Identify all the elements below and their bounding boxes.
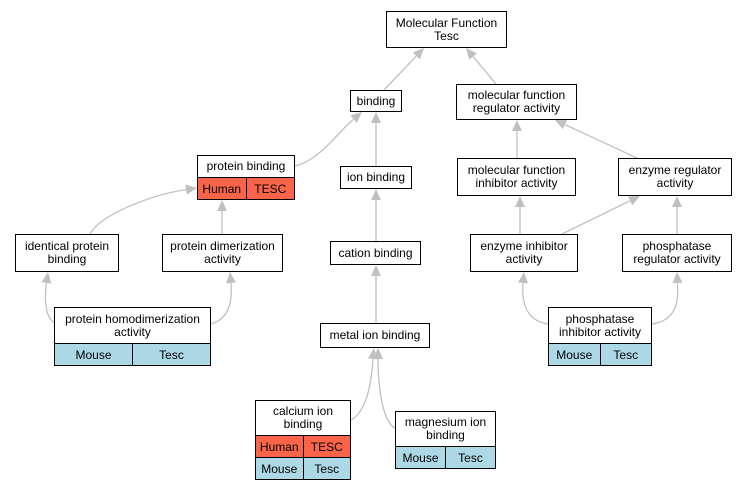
edge-arrowhead [225,272,236,284]
node-protein-homodimerization-activity[interactable]: protein homodimerization activity Mouse … [54,307,211,366]
gene-cell: Tesc [302,458,350,479]
node-protein-dimerization-activity[interactable]: protein dimerization activity [162,234,283,272]
annotation-row-human: Human TESC [256,435,350,457]
annotation-row-mouse: Mouse Tesc [55,343,210,365]
annotation-row-mouse: Mouse Tesc [396,446,495,468]
node-title: enzyme regulator activity [628,163,722,190]
edge-phosphatase_inhibitor-to-enzyme_inhibitor [522,282,549,325]
node-phosphatase-regulator-activity[interactable]: phosphatase regulator activity [622,234,732,272]
edge-mf_regulator-to-mf_tesc [472,56,497,85]
species-cell: Human [256,436,303,457]
node-identical-protein-binding[interactable]: identical protein binding [15,234,119,272]
node-title: molecular function regulator activity [467,88,566,115]
annotation-row-mouse: Mouse Tesc [256,457,350,479]
edge-arrowhead [350,112,362,123]
edge-arrowhead [371,189,381,200]
edge-arrowhead [41,272,52,284]
node-molecular-function-regulator-activity[interactable]: molecular function regulator activity [456,84,577,120]
node-title: protein binding [206,159,286,173]
edge-arrowhead [672,272,683,284]
edge-phosphatase_inhibitor-to-phosphatase_regulator [651,282,679,325]
node-title: molecular function inhibitor activity [467,163,566,190]
node-cation-binding[interactable]: cation binding [330,241,421,265]
edge-enzyme_regulator-to-mf_regulator [564,124,638,159]
node-title: binding [356,93,396,108]
edge-arrowhead [371,265,381,276]
edge-arrowhead [555,120,568,130]
edge-protein_homodimerization-to-protein_dimerization [210,282,232,325]
gene-cell: TESC [245,178,294,199]
node-binding[interactable]: binding [350,90,402,112]
node-ion-binding[interactable]: ion binding [340,166,412,189]
edge-arrowhead [512,120,522,131]
gene-cell: Tesc [599,344,651,365]
gene-cell: TESC [302,436,350,457]
gene-cell: Tesc [132,344,210,365]
node-title: calcium ion binding [272,404,334,431]
species-cell: Mouse [256,458,303,479]
node-title: cation binding [338,245,413,260]
edge-arrowhead [466,48,477,60]
node-enzyme-regulator-activity[interactable]: enzyme regulator activity [618,158,732,196]
node-calcium-ion-binding[interactable]: calcium ion binding Human TESC Mouse Tes… [255,400,351,480]
edge-arrowhead [373,348,383,359]
species-cell: Human [198,178,246,199]
species-cell: Mouse [549,344,600,365]
edge-arrowhead [672,196,682,207]
edge-arrowhead [412,48,424,60]
gene-cell: Tesc [445,447,495,468]
edge-calcium_ion_binding-to-metal_ion_binding [350,358,374,421]
node-molecular-function-inhibitor-activity[interactable]: molecular function inhibitor activity [457,158,576,196]
edge-arrowhead [518,272,529,284]
annotation-row-human: Human TESC [198,177,294,199]
node-title: metal ion binding [329,328,421,342]
node-phosphatase-inhibitor-activity[interactable]: phosphatase inhibitor activity Mouse Tes… [548,307,652,366]
node-title: enzyme inhibitor activity [480,239,568,266]
node-enzyme-inhibitor-activity[interactable]: enzyme inhibitor activity [470,234,578,272]
node-metal-ion-binding[interactable]: metal ion binding [320,323,430,348]
edge-arrowhead [185,184,197,195]
species-cell: Mouse [55,344,132,365]
node-title: protein dimerization activity [170,239,275,266]
node-molecular-function-tesc[interactable]: Molecular Function Tesc [386,11,507,48]
node-title: ion binding [346,170,406,184]
node-protein-binding[interactable]: protein binding Human TESC [197,155,295,200]
edge-magnesium_ion_binding-to-metal_ion_binding [377,358,396,429]
node-title: identical protein binding [24,239,110,266]
node-title: magnesium ion binding [404,415,487,442]
node-title: protein homodimerization activity [65,311,200,339]
species-cell: Mouse [396,447,445,468]
edge-enzyme_inhibitor-to-enzyme_regulator [561,200,631,235]
edge-arrowhead [515,196,525,207]
annotation-row-mouse: Mouse Tesc [549,343,651,365]
node-title: phosphatase regulator activity [633,239,721,266]
edge-arrowhead [627,196,640,206]
edge-protein_binding-to-binding [294,118,355,167]
node-title: phosphatase inhibitor activity [558,311,642,339]
edge-binding-to-mf_tesc [383,55,417,91]
node-title: Molecular Function Tesc [395,15,498,43]
edge-arrowhead [371,112,381,123]
node-magnesium-ion-binding[interactable]: magnesium ion binding Mouse Tesc [395,411,496,469]
edge-arrowhead [217,200,227,211]
edge-identical_protein-to-protein_binding [89,188,187,235]
